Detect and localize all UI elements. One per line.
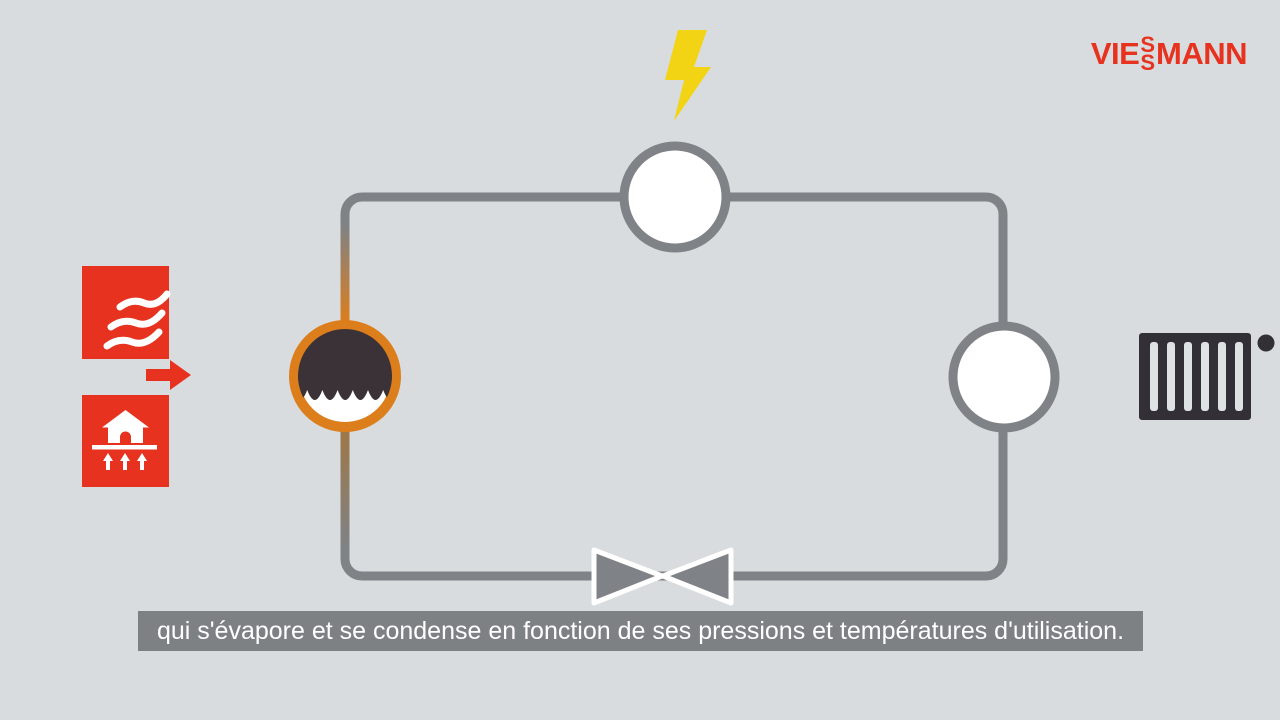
logo-text-prefix: VIE <box>1090 36 1140 72</box>
house-icon <box>102 410 149 443</box>
viessmann-logo: VIE S S MANN <box>1090 32 1248 76</box>
ground-heat-arrows-icon <box>103 453 147 470</box>
radiator-icon <box>1139 333 1275 420</box>
wind-waves-icon <box>103 290 171 350</box>
flow-arrow-icon <box>146 360 191 390</box>
house-door <box>120 431 131 443</box>
logo-s-bottom: S <box>1140 50 1155 76</box>
evaporator-symbol <box>289 320 401 432</box>
subtitle-text: qui s'évapore et se condense en fonction… <box>156 616 1125 645</box>
expansion-valve-symbol <box>591 547 734 606</box>
evaporator-fluid-wave <box>298 329 392 400</box>
air-source-tile <box>82 266 169 359</box>
radiator-knob <box>1257 334 1275 352</box>
air-source-icon <box>82 266 171 359</box>
ground-source-icon <box>82 395 169 487</box>
expansion-valve-left-triangle <box>591 547 665 606</box>
logo-text-suffix: MANN <box>1156 36 1248 72</box>
condenser-symbol <box>948 321 1060 433</box>
ground-line <box>92 445 157 450</box>
compressor-symbol <box>619 141 731 253</box>
logo-stacked-ss: S S <box>1140 32 1155 76</box>
refrigerant-pipe-loop <box>340 192 1008 581</box>
subtitle-bar: qui s'évapore et se condense en fonction… <box>138 611 1143 651</box>
logo-s-top: S <box>1140 32 1155 57</box>
expansion-valve-right-triangle <box>660 547 734 606</box>
lightning-icon <box>665 30 711 121</box>
radiator-fins <box>1150 342 1243 411</box>
